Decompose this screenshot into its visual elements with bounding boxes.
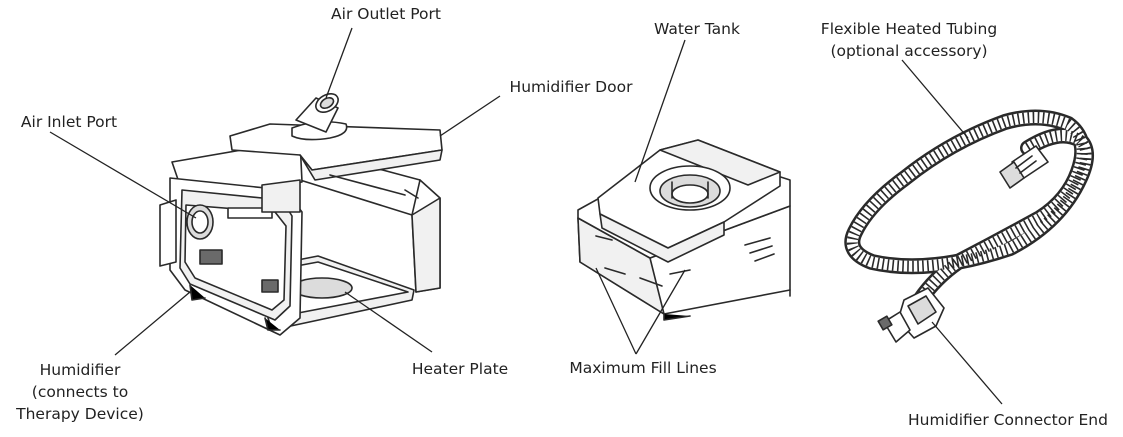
label-maximum-fill-lines: Maximum Fill Lines — [569, 359, 716, 377]
label-water-tank: Water Tank — [654, 20, 740, 38]
flexible-tubing-illustration — [844, 109, 1094, 343]
label-optional-accessory: (optional accessory) — [830, 42, 987, 60]
label-humidifier-therapy-device: Therapy Device) — [15, 405, 144, 423]
label-air-outlet-port: Air Outlet Port — [331, 5, 441, 23]
label-humidifier-connector-end: Humidifier Connector End — [908, 411, 1108, 429]
leader-flexible-tubing — [901, 59, 969, 139]
leader-humidifier-connector-end — [931, 321, 1003, 405]
label-humidifier-connects-to: (connects to — [32, 383, 128, 401]
leader-air-outlet-port — [325, 27, 353, 99]
water-tank-illustration — [577, 139, 791, 321]
label-flexible-heated-tubing: Flexible Heated Tubing — [821, 20, 997, 38]
tubing-ridges — [846, 111, 1092, 304]
label-air-inlet-port: Air Inlet Port — [21, 113, 117, 131]
leader-air-inlet-port — [49, 131, 197, 219]
label-humidifier: Humidifier — [40, 361, 121, 379]
leader-humidifier — [114, 291, 191, 356]
tubing-end-connector — [999, 145, 1049, 189]
humidifier-connector-end — [877, 287, 945, 343]
labels: Air Outlet Port Humidifier Door Air Inle… — [15, 5, 1108, 429]
leader-humidifier-door — [439, 95, 501, 137]
leader-water-tank — [634, 39, 686, 183]
leader-lines — [49, 27, 1003, 405]
label-heater-plate: Heater Plate — [412, 360, 508, 378]
leader-heater-plate — [344, 291, 433, 353]
humidifier-illustration — [159, 93, 443, 336]
label-humidifier-door: Humidifier Door — [510, 78, 634, 96]
leader-fill-lines-right — [635, 269, 686, 355]
leader-fill-lines-left — [595, 267, 637, 355]
